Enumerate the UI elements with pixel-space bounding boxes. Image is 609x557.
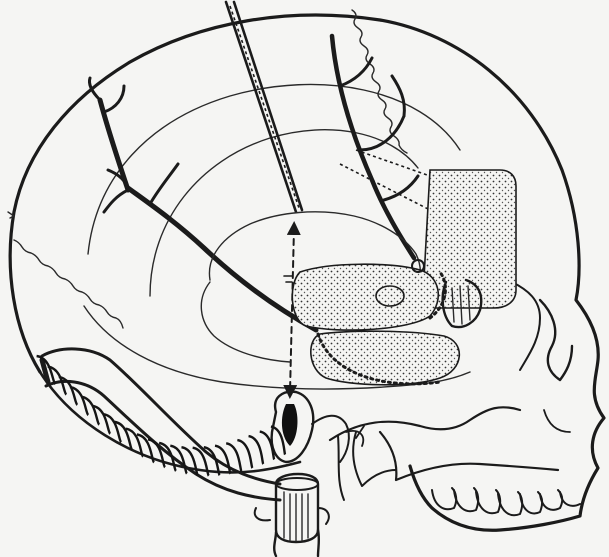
lambdoid-suture: [14, 240, 123, 328]
facial-crest: [544, 410, 570, 432]
cortical-vessels-left: [89, 78, 316, 330]
mandible-notch: [353, 432, 396, 486]
maxilla: [380, 432, 558, 480]
cervical-vertebra: [255, 474, 329, 556]
coil-rings: [37, 356, 285, 476]
orbit-rim: [512, 282, 540, 370]
cortical-vessels-right: [332, 36, 418, 258]
nasal-bone: [540, 300, 572, 380]
needle: [226, 2, 302, 212]
stippled-lobe-upper: [292, 264, 438, 330]
coiled-tube: [42, 349, 280, 500]
coronal-suture: [352, 10, 407, 153]
teeth: [432, 488, 580, 515]
